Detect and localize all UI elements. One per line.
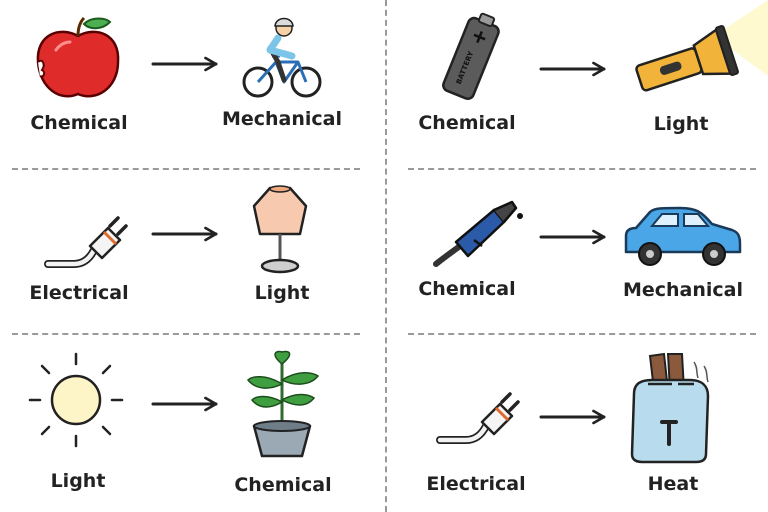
- cyclist-icon: [242, 17, 322, 98]
- plug-icon: [44, 216, 128, 268]
- lamp-icon: [252, 185, 308, 274]
- toaster-icon: [630, 352, 710, 464]
- arrow-icon: [151, 226, 218, 242]
- pair-5-from-label: Electrical: [426, 473, 526, 495]
- battery-icon: BATTERY: [442, 12, 500, 101]
- pair-2-to-label: Light: [254, 282, 310, 304]
- arrow-icon: [539, 61, 606, 77]
- pair-4-to-label: Chemical: [234, 474, 332, 496]
- vertical-divider: [385, 0, 387, 512]
- arrow-icon: [539, 229, 606, 245]
- arrow-icon: [151, 56, 218, 72]
- arrow-icon: [151, 396, 218, 412]
- pair-5-to-label: Heat: [647, 473, 699, 495]
- pair-0-to-label: Mechanical: [221, 108, 343, 130]
- apple-icon: [36, 16, 120, 98]
- plug-icon: [436, 392, 520, 444]
- horizontal-divider: [408, 333, 756, 335]
- pair-0-from-label: Chemical: [30, 112, 128, 134]
- flashlight-icon: [635, 0, 768, 92]
- sun-icon: [28, 352, 124, 448]
- pair-3-from-label: Chemical: [418, 278, 516, 300]
- plant-icon: [246, 350, 320, 458]
- pair-2-from-label: Electrical: [29, 282, 129, 304]
- car-icon: [624, 206, 742, 266]
- pair-4-from-label: Light: [50, 470, 106, 492]
- horizontal-divider: [408, 168, 756, 170]
- arrow-icon: [539, 409, 606, 425]
- pair-3-to-label: Mechanical: [622, 279, 744, 301]
- pair-1-to-label: Light: [653, 113, 709, 135]
- horizontal-divider: [12, 168, 360, 170]
- horizontal-divider: [12, 333, 360, 335]
- pair-1-from-label: Chemical: [418, 112, 516, 134]
- fuel-nozzle-icon: [433, 200, 523, 267]
